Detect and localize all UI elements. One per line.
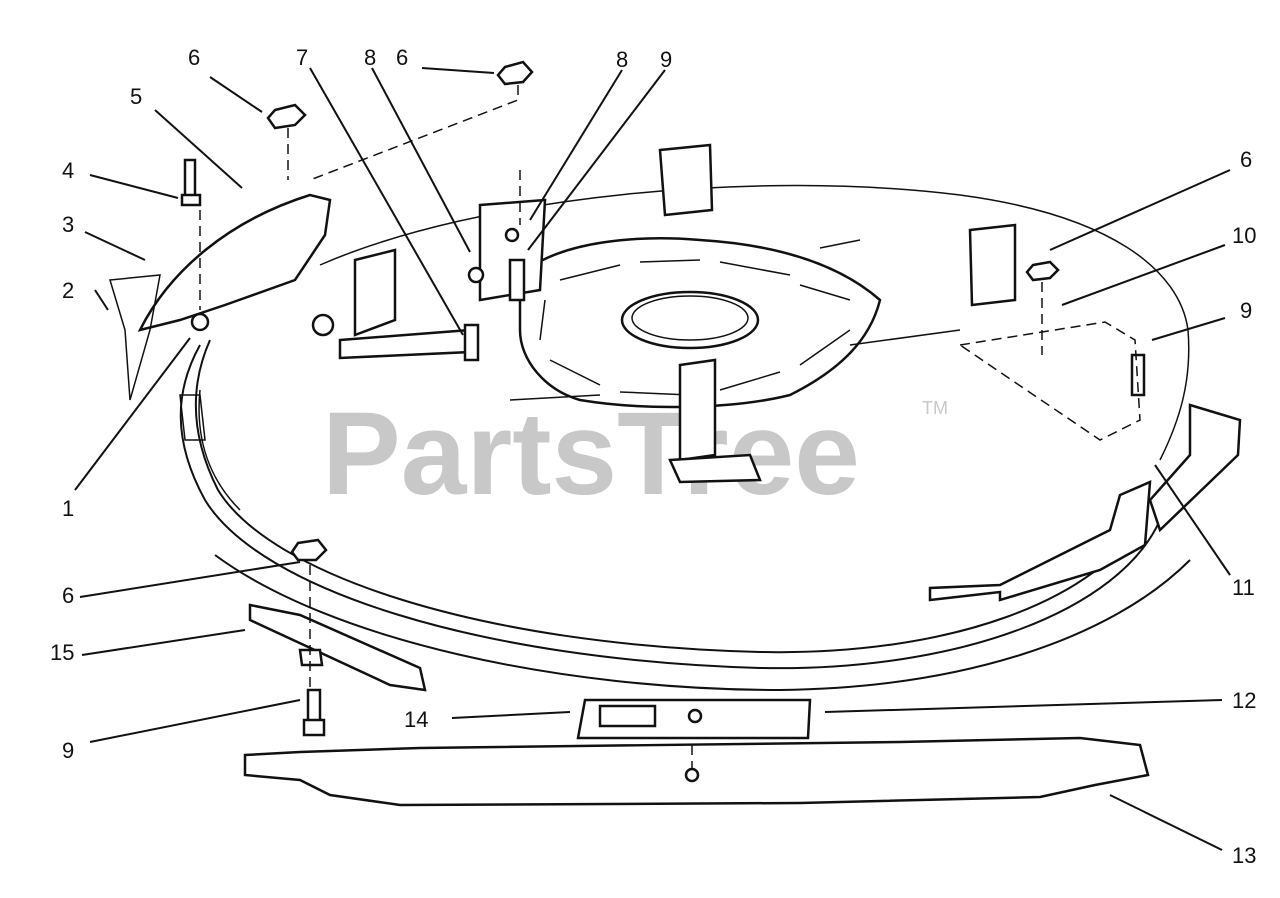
- callout-labels: 1 2 3 4 5 6 7 8 6 8 9 6 10 9 11 6 15 12 …: [50, 45, 1256, 868]
- watermark-trademark: TM: [922, 398, 948, 418]
- belt-guards: [338, 143, 1017, 484]
- mulch-plate: [248, 603, 427, 692]
- spindle-hub: [509, 237, 961, 409]
- callout-7: 7: [296, 45, 308, 70]
- bolts: [180, 158, 1146, 737]
- blade-adapter-plate: [576, 698, 812, 740]
- callout-8-left: 8: [364, 45, 376, 70]
- belt-cover: [109, 193, 332, 401]
- callout-1: 1: [62, 496, 74, 521]
- leader-lines: [74, 67, 1231, 851]
- callout-3: 3: [62, 212, 74, 237]
- callout-9-bottom: 9: [62, 738, 74, 763]
- callout-4: 4: [62, 158, 74, 183]
- callout-2: 2: [62, 278, 74, 303]
- callout-14: 14: [404, 707, 428, 732]
- callout-8-right: 8: [616, 47, 628, 72]
- callout-6-bottom-left: 6: [62, 583, 74, 608]
- callout-9-top: 9: [660, 47, 672, 72]
- callout-15: 15: [50, 640, 74, 665]
- callout-11: 11: [1232, 575, 1255, 600]
- callout-9-right: 9: [1240, 298, 1252, 323]
- hex-nuts: [266, 60, 1060, 562]
- callout-10: 10: [1232, 223, 1256, 248]
- callout-5: 5: [130, 84, 142, 109]
- assembly-lines: [199, 85, 1141, 770]
- callout-12: 12: [1232, 688, 1256, 713]
- deflector-left: [179, 394, 206, 441]
- watermark-text: PartsTree: [322, 388, 860, 520]
- callout-13: 13: [1232, 843, 1256, 868]
- mower-blade: [243, 736, 1150, 807]
- callout-6-top-center: 6: [396, 45, 408, 70]
- callout-6-right: 6: [1240, 147, 1252, 172]
- callout-6-top-left: 6: [188, 45, 200, 70]
